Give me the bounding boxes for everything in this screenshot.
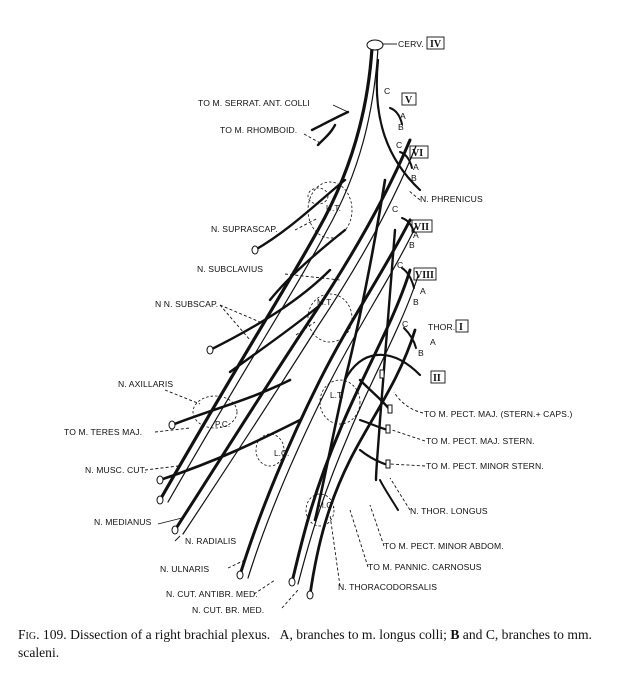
label-root-viii: VIII: [415, 270, 434, 281]
label-c-v: C: [384, 86, 390, 96]
label-nn-subscap: N N. SUBSCAP.: [155, 299, 218, 309]
label-root-v: V: [405, 95, 413, 106]
label-n-cut-antibr-med: N. CUT. ANTIBR. MED.: [166, 589, 258, 599]
label-mt: M.T.: [317, 298, 333, 307]
label-a-vii: A: [413, 230, 419, 240]
label-n-phrenicus: N. PHRENICUS: [420, 194, 483, 204]
label-to-m-pect-maj-stern: TO M. PECT. MAJ. STERN.: [426, 436, 535, 446]
label-b-v: B: [398, 122, 404, 132]
label-to-m-pect-minor-abdom: TO M. PECT. MINOR ABDOM.: [384, 541, 504, 551]
label-c-vii: C: [392, 204, 398, 214]
region-outlines: [192, 181, 361, 527]
label-to-m-teres-maj: TO M. TERES MAJ.: [64, 427, 142, 437]
label-to-m-rhomboid: TO M. RHOMBOID.: [220, 125, 297, 135]
label-thor: THOR.: [428, 322, 455, 332]
nerve-cut-ends: [156, 39, 393, 600]
label-n-thor-longus: N. THOR. LONGUS: [410, 506, 488, 516]
label-to-m-pect-maj-stern-caps: TO M. PECT. MAJ. (STERN.+ CAPS.): [424, 409, 572, 419]
label-n-axillaris: N. AXILLARIS: [118, 379, 173, 389]
label-b-vi: B: [411, 173, 417, 183]
label-root-vii: VII: [414, 222, 429, 233]
label-c-viii: C: [397, 260, 403, 270]
label-n-cut-br-med: N. CUT. BR. MED.: [192, 605, 264, 615]
label-to-m-serrat-ant-colli: TO M. SERRAT. ANT. COLLI: [198, 98, 310, 108]
label-a-viii: A: [420, 286, 426, 296]
label-b-thor: B: [418, 348, 424, 358]
label-n-suprascap: N. SUPRASCAP.: [211, 224, 278, 234]
label-root-ii: II: [433, 373, 441, 384]
figure-number: Fig. 109.: [18, 627, 67, 642]
label-n-ulnaris: N. ULNARIS: [160, 564, 209, 574]
leader-lines: [144, 43, 426, 609]
label-cerv: CERV.: [398, 39, 424, 49]
label-b-viii: B: [413, 297, 419, 307]
label-c-vi: C: [396, 140, 402, 150]
label-root-vi: VI: [412, 148, 423, 159]
label-root-i: I: [459, 322, 463, 333]
diagram-labels: CERV. IV C V A B C VI A B C VII A B C VI…: [64, 36, 572, 615]
label-ut: U.T.: [326, 204, 341, 213]
label-c-thor: C: [402, 319, 408, 329]
label-a-vi: A: [413, 162, 419, 172]
label-pc: P.C.: [215, 420, 230, 429]
label-n-medianus: N. MEDIANUS: [94, 517, 152, 527]
caption-a-text: A, branches to m. longus colli;: [279, 627, 447, 642]
label-b-vii: B: [409, 240, 415, 250]
label-n-thoracodorsalis: N. THORACODORSALIS: [338, 582, 437, 592]
label-to-m-pect-minor-stern: TO M. PECT. MINOR STERN.: [426, 461, 544, 471]
figure-caption: Fig. 109. Dissection of a right brachial…: [18, 626, 630, 662]
label-mc: M.C.: [317, 501, 335, 510]
caption-title: Dissection of a right brachial plexus.: [70, 627, 271, 642]
label-n-musc-cut: N. MUSC. CUT.: [85, 465, 146, 475]
label-lc: L.C.: [274, 449, 289, 458]
label-root-iv: IV: [430, 39, 442, 50]
label-to-m-pannic-carnosus: TO M. PANNIC. CARNOSUS: [368, 562, 482, 572]
caption-b-letter: B: [450, 627, 460, 642]
label-a-v: A: [400, 111, 406, 121]
label-n-radialis: N. RADIALIS: [185, 536, 236, 546]
caption-c-text: and C, branches to mm. scaleni.: [18, 627, 592, 660]
label-lt: L.T.: [330, 391, 344, 400]
label-a-thor: A: [430, 337, 436, 347]
label-n-subclavius: N. SUBCLAVIUS: [197, 264, 263, 274]
